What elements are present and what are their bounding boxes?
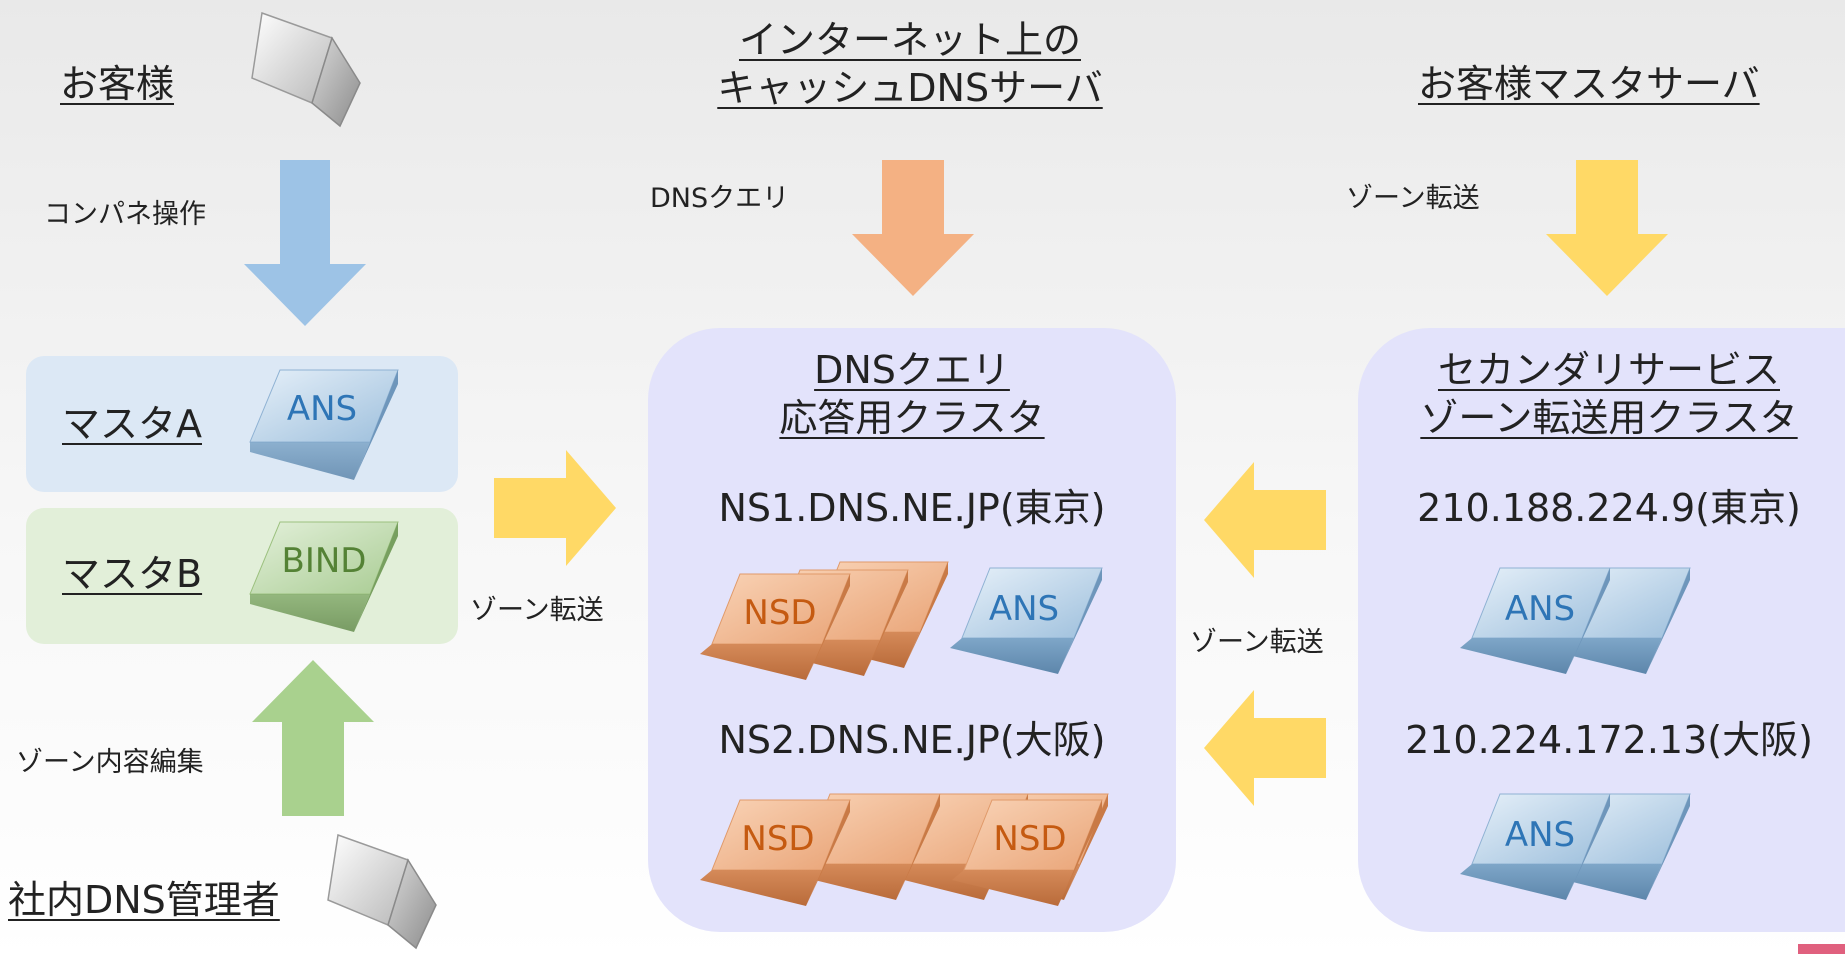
customer-zone-transfer-arrow	[1546, 160, 1668, 296]
master-a-software: ANS	[287, 389, 357, 429]
ns1-nsd-text: NSD	[743, 593, 816, 633]
internet-cache-label-2: キャッシュDNSサーバ	[717, 66, 1103, 110]
tokyo-ans-text: ANS	[1505, 589, 1575, 629]
master-a-label: マスタA	[62, 402, 202, 446]
ns2-nsd-server-1: NSD	[700, 799, 851, 906]
tokyo-ans-server: ANS	[1460, 567, 1611, 674]
corner-accent	[1798, 944, 1845, 954]
internal-admin-label: 社内DNS管理者	[8, 878, 280, 922]
osaka-ans-text: ANS	[1505, 815, 1575, 855]
master-a-server-icon: ANS	[249, 369, 399, 480]
ns2-nsd-text-2: NSD	[993, 819, 1066, 859]
secondary-cluster-title-1: セカンダリサービス	[1437, 348, 1780, 392]
customer-laptop-icon	[251, 11, 361, 128]
ns2-label: NS2.DNS.NE.JP(大阪)	[718, 718, 1106, 762]
secondary-to-cluster-arrow-2	[1204, 690, 1326, 806]
secondary-to-cluster-arrow-1	[1204, 462, 1326, 578]
secondary-cluster-title-2: ゾーン転送用クラスタ	[1420, 396, 1798, 440]
ns1-server-group: NSD ANS	[700, 561, 1103, 680]
dns-query-label: DNSクエリ	[650, 183, 790, 214]
master-to-cluster-arrow	[494, 450, 616, 566]
ns1-ans-server: ANS	[950, 567, 1103, 674]
ns2-server-group: NSD NSD	[700, 793, 1109, 906]
internet-cache-label-1: インターネット上の	[738, 18, 1081, 62]
tokyo-ip-label: 210.188.224.9(東京)	[1417, 486, 1801, 530]
customer-master-label: お客様マスタサーバ	[1418, 62, 1760, 106]
control-panel-arrow	[244, 160, 366, 326]
master-b-server-icon: BIND	[249, 521, 399, 632]
master-b-software: BIND	[282, 541, 367, 581]
zone-edit-label: ゾーン内容編集	[16, 747, 204, 778]
ns2-nsd-text-1: NSD	[741, 819, 814, 859]
tokyo-server-group: ANS	[1460, 567, 1691, 674]
master-zone-transfer-label: ゾーン転送	[470, 595, 604, 626]
osaka-server-group: ANS	[1460, 793, 1691, 900]
osaka-ip-label: 210.224.172.13(大阪)	[1405, 718, 1813, 762]
ns1-ans-text: ANS	[989, 589, 1059, 629]
query-cluster-title-1: DNSクエリ	[814, 348, 1010, 392]
osaka-ans-server: ANS	[1460, 793, 1611, 900]
customer-label: お客様	[60, 62, 175, 106]
ns1-label: NS1.DNS.NE.JP(東京)	[718, 486, 1106, 530]
customer-zone-transfer-label: ゾーン転送	[1346, 183, 1480, 214]
master-b-label: マスタB	[62, 552, 203, 596]
dns-query-arrow	[852, 160, 974, 296]
control-panel-label: コンパネ操作	[44, 199, 206, 230]
secondary-zone-transfer-label: ゾーン転送	[1190, 627, 1324, 658]
zone-edit-arrow	[252, 660, 374, 816]
ns1-nsd-server-1: NSD	[700, 573, 851, 680]
ns2-nsd-front-server: NSD	[952, 799, 1103, 906]
query-cluster-title-2: 応答用クラスタ	[779, 396, 1045, 440]
admin-laptop-icon	[327, 833, 437, 950]
